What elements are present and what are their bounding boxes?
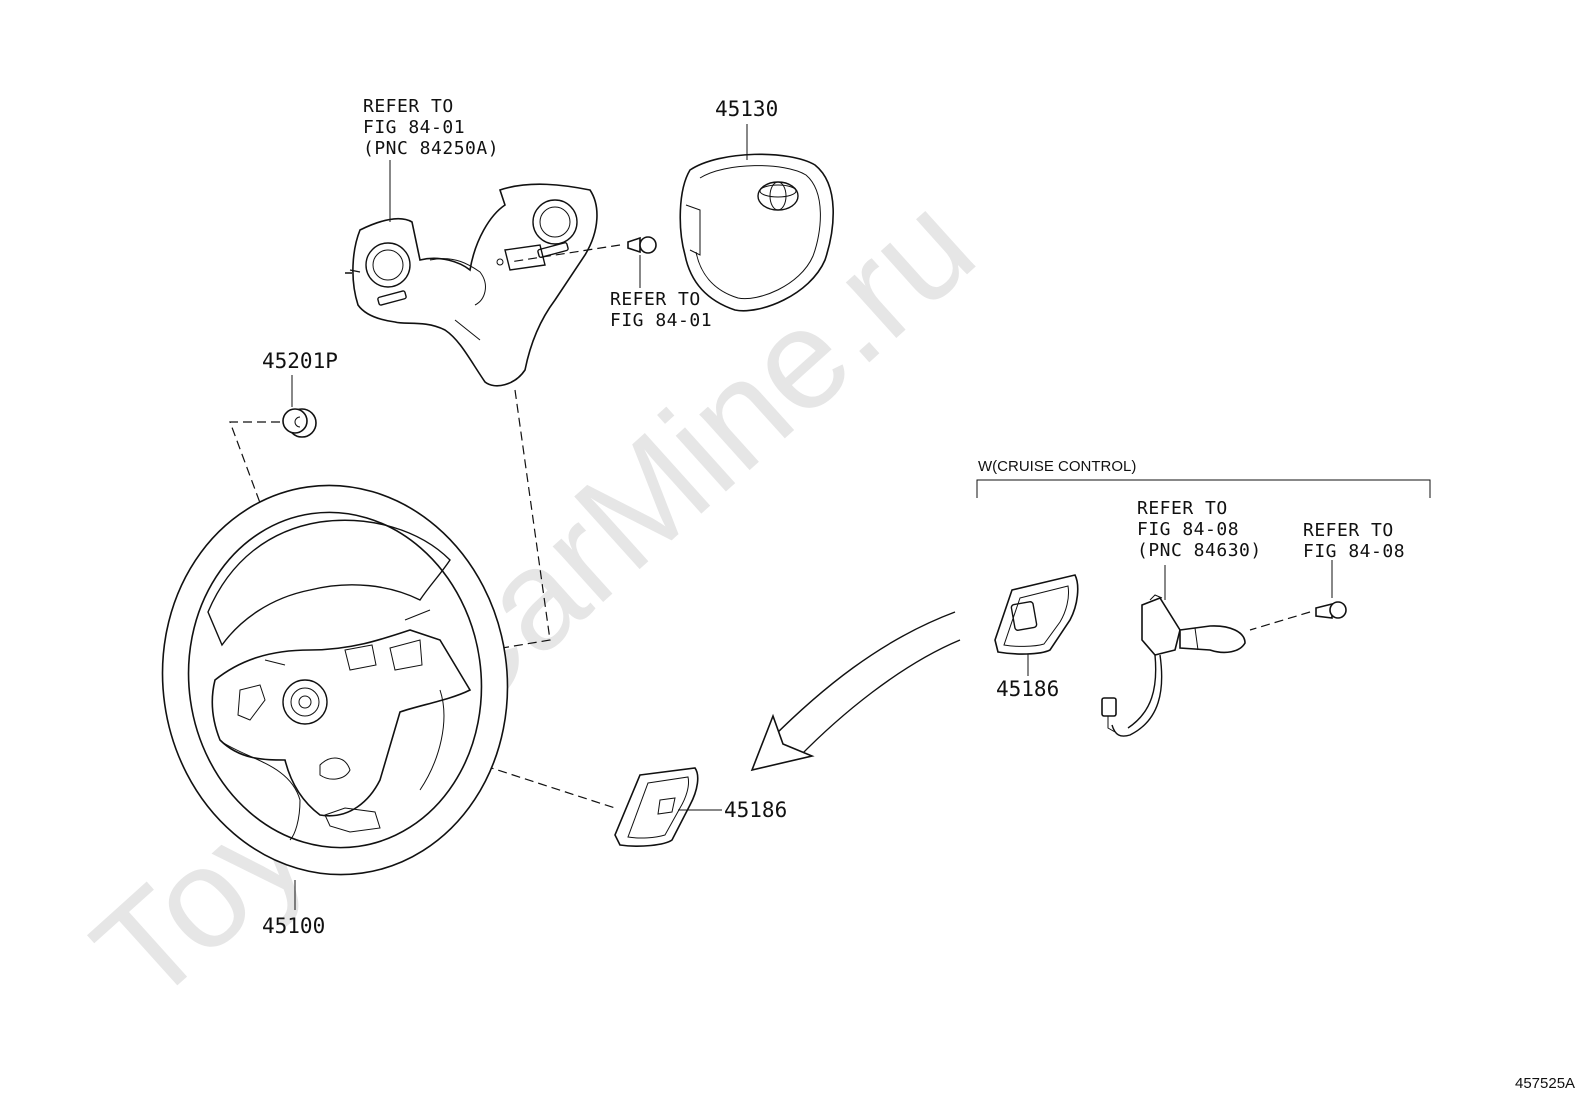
cover-main [614,767,699,847]
cruise-switch [1101,594,1246,737]
refer-switch-line2: FIG 84-01 [363,117,465,138]
refer-screw-line1: REFER TO [610,289,701,310]
part-number-cap: 45201P [262,349,338,373]
refer-cruise-line1: REFER TO [1137,498,1228,519]
refer-cruise-screw-line2: FIG 84-08 [1303,541,1405,562]
part-number-cover-cruise: 45186 [996,677,1059,701]
screw-cap [282,408,317,438]
refer-cruise-line3: (PNC 84630) [1137,540,1262,561]
detail-arrow [750,611,961,772]
refer-screw-line2: FIG 84-01 [610,310,712,331]
refer-cruise-screw-line1: REFER TO [1303,520,1394,541]
switch-screw [509,236,657,263]
part-number-cover-main: 45186 [724,798,787,822]
figure-code: 457525A [1515,1075,1575,1092]
cruise-group-bracket [976,479,1431,498]
airbag-module [679,153,834,312]
cruise-group-label: W(CRUISE CONTROL) [978,458,1136,475]
cover-cruise [994,574,1079,655]
refer-switch-line3: (PNC 84250A) [363,138,499,159]
steering-wheel [161,484,509,876]
steering-switch-assembly [345,183,598,387]
cruise-screw [1249,601,1347,631]
refer-switch-line1: REFER TO [363,96,454,117]
refer-cruise-line2: FIG 84-08 [1137,519,1239,540]
part-number-airbag: 45130 [715,97,778,121]
part-number-wheel: 45100 [262,914,325,938]
